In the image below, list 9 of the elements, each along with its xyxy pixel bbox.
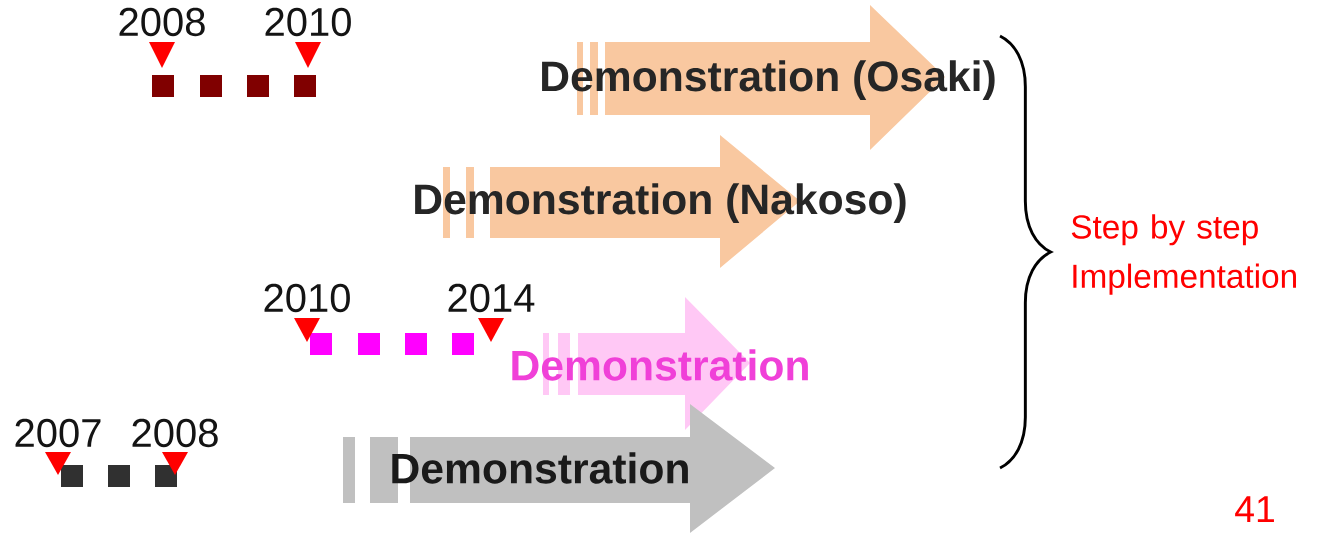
pointed-banner: Demonstration [343,404,775,533]
year-label: 2007 [15,418,101,448]
year-label: 2008 [119,7,205,37]
year-label: 2008 [132,418,218,448]
note-text: Step by step Implementation [1071,214,1296,295]
year-label: 2010 [264,283,350,313]
year-label: 2014 [448,283,535,313]
year-label: 2010 [265,7,351,37]
page-number: 41 [1235,496,1274,522]
